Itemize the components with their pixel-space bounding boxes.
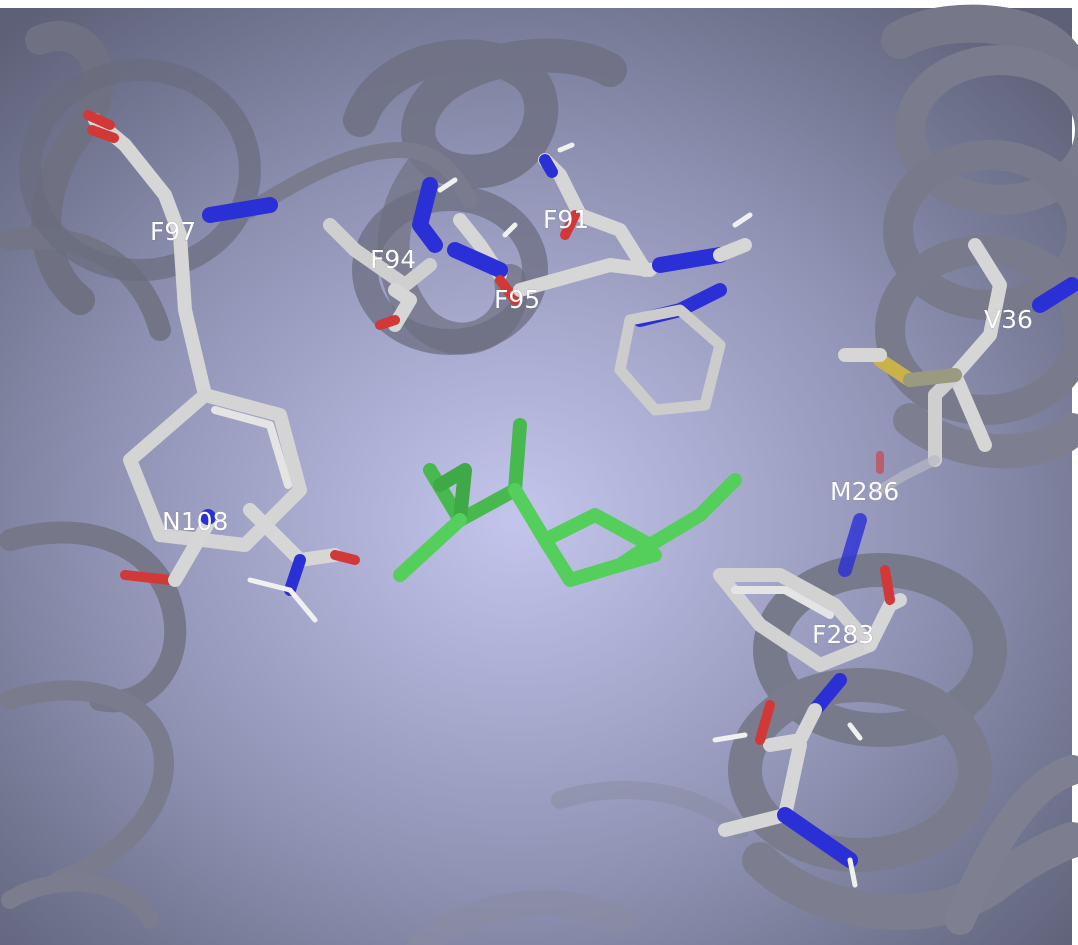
residue-n108: [120, 503, 360, 623]
residue-f91: [538, 142, 753, 416]
label-f95: F95: [494, 285, 540, 314]
label-f91: F91: [543, 205, 589, 234]
label-m286: M286: [830, 477, 899, 506]
label-n108: N108: [162, 507, 228, 536]
label-v36: V36: [984, 305, 1033, 334]
ligand-green: [393, 418, 742, 587]
residue-f97: [83, 110, 307, 552]
residue-v36: [838, 238, 1078, 467]
loop-f97-f94: [242, 142, 478, 218]
residue-sticks: [83, 110, 1078, 888]
right-margin: [1072, 0, 1078, 945]
coil-bottom: [407, 889, 633, 945]
label-f97: F97: [150, 217, 196, 246]
residue-m286: [838, 451, 940, 577]
label-f283: F283: [812, 620, 874, 649]
label-f94: F94: [370, 245, 416, 274]
residue-f283: [712, 565, 907, 888]
coil-bottom-faint: [551, 781, 749, 839]
coil-left: [0, 21, 261, 929]
helix-top-center: [343, 38, 627, 355]
residue-labels: F97 F94 F91 F95 V36 N108 M286 F283: [150, 205, 1034, 650]
top-margin: [0, 0, 1078, 8]
